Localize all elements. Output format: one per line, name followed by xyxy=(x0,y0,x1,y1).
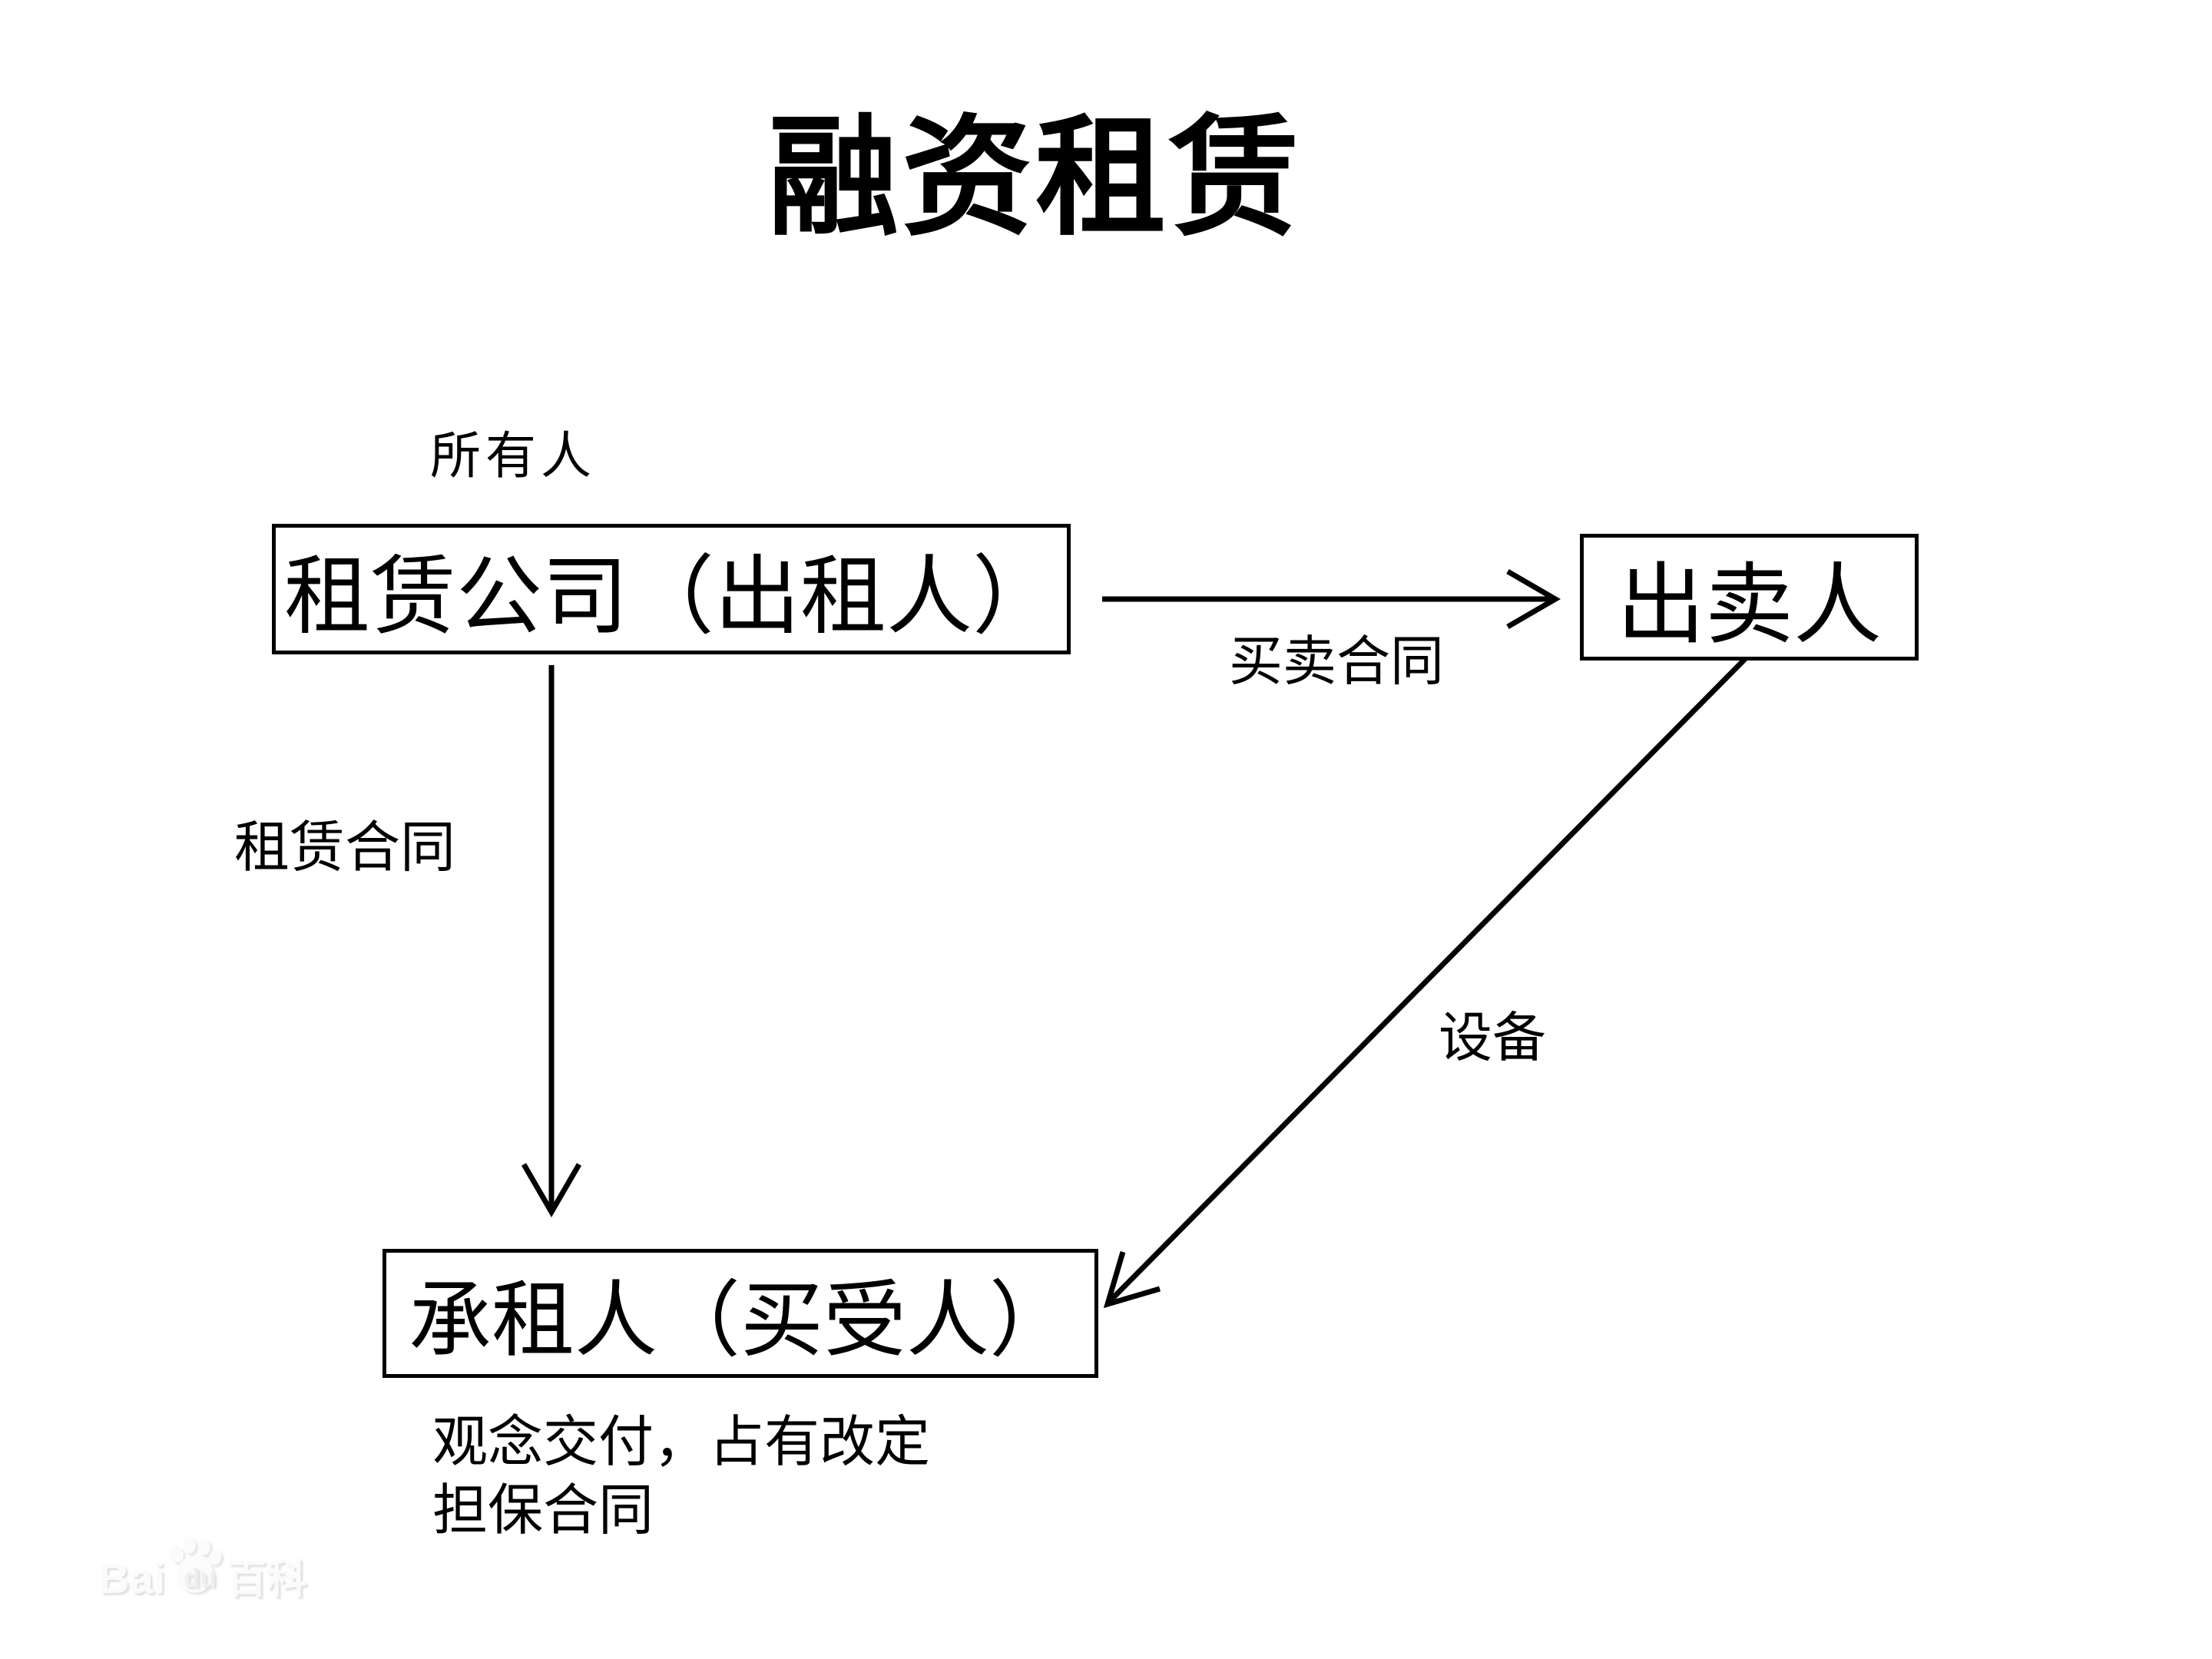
baidu-baike-watermark: Bai du 百科 xyxy=(98,1533,306,1600)
delivery-note: 观念交付，占有改定 担保合同 xyxy=(432,1409,930,1546)
watermark-text-baike: 百科 xyxy=(227,1558,307,1602)
sales-contract-arrow xyxy=(1102,568,1561,630)
seller-node-label: 出卖人 xyxy=(1616,556,1882,654)
watermark-text-du: du xyxy=(184,1564,217,1593)
lessee-node-box: 承租人（买受人） xyxy=(382,1249,1098,1378)
lessee-node-label: 承租人（买受人） xyxy=(408,1276,1072,1367)
baidu-paw-wrap: du xyxy=(165,1533,222,1600)
lease-contract-label: 租赁合同 xyxy=(234,817,456,879)
seller-node-box: 出卖人 xyxy=(1580,534,1919,661)
delivery-note-line1: 观念交付，占有改定 xyxy=(432,1412,931,1473)
diagram-title: 融资租赁 xyxy=(768,107,1303,251)
lessor-node-label: 租赁公司（出租人） xyxy=(284,550,1058,645)
owner-label: 所有人 xyxy=(430,429,596,485)
equipment-arrow xyxy=(1103,657,1747,1309)
watermark-text-bai: Bai xyxy=(98,1554,166,1602)
sales-contract-label: 买卖合同 xyxy=(1229,633,1444,692)
lease-contract-arrow xyxy=(521,665,582,1217)
delivery-note-line2: 担保合同 xyxy=(432,1480,654,1542)
baidu-paw-icon xyxy=(169,1536,222,1593)
lessor-node-box: 租赁公司（出租人） xyxy=(272,524,1071,654)
equipment-label: 设备 xyxy=(1439,1009,1546,1068)
